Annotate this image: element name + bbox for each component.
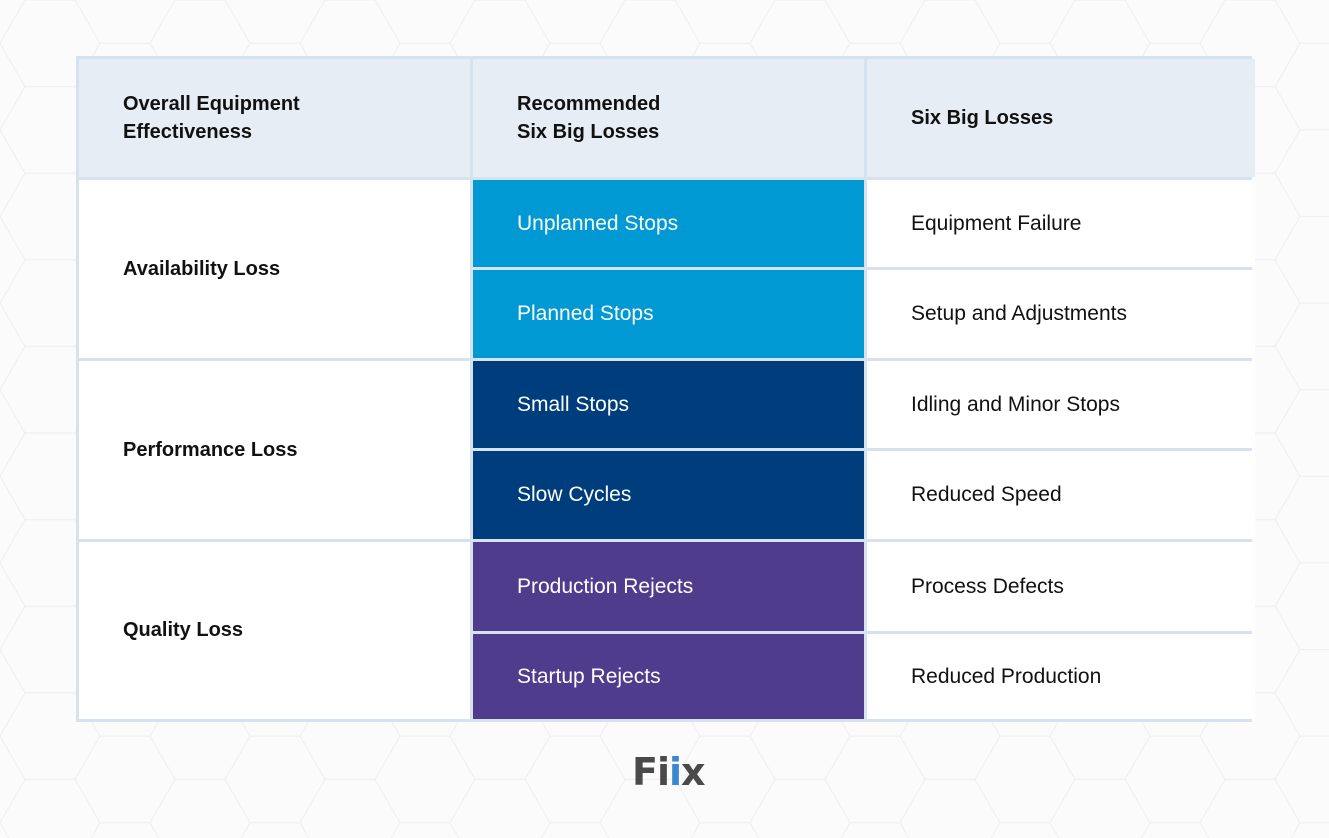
logo-letter-i2: i bbox=[669, 750, 682, 794]
fiix-logo: F i i x bbox=[632, 750, 706, 794]
loss-reduced-production: Reduced Production bbox=[867, 634, 1255, 719]
recommended-startup-rejects: Startup Rejects bbox=[473, 634, 864, 719]
loss-idling-and-minor-stops: Idling and Minor Stops bbox=[867, 361, 1255, 448]
header-six-big-losses: Six Big Losses bbox=[867, 59, 1255, 177]
loss-reduced-speed: Reduced Speed bbox=[867, 451, 1255, 539]
recommended-small-stops: Small Stops bbox=[473, 361, 864, 448]
header-oee: Overall Equipment Effectiveness bbox=[79, 59, 470, 177]
logo-letter-f: F bbox=[632, 750, 658, 794]
header-recommended: Recommended Six Big Losses bbox=[473, 59, 864, 177]
recommended-slow-cycles: Slow Cycles bbox=[473, 451, 864, 539]
header-recommended-line2: Six Big Losses bbox=[517, 121, 660, 143]
recommended-planned-stops: Planned Stops bbox=[473, 270, 864, 358]
category-performance-loss: Performance Loss bbox=[79, 361, 470, 539]
header-oee-line1: Overall Equipment bbox=[123, 93, 300, 115]
loss-process-defects: Process Defects bbox=[867, 542, 1255, 631]
loss-equipment-failure: Equipment Failure bbox=[867, 180, 1255, 267]
oee-six-big-losses-table: Overall Equipment Effectiveness Recommen… bbox=[76, 56, 1255, 722]
category-availability-loss: Availability Loss bbox=[79, 180, 470, 358]
header-six-big-losses-label: Six Big Losses bbox=[911, 107, 1054, 129]
category-quality-loss: Quality Loss bbox=[79, 542, 470, 719]
recommended-production-rejects: Production Rejects bbox=[473, 542, 864, 631]
header-recommended-line1: Recommended bbox=[517, 93, 661, 115]
recommended-unplanned-stops: Unplanned Stops bbox=[473, 180, 864, 267]
logo-letter-i1: i bbox=[656, 750, 670, 794]
loss-setup-and-adjustments: Setup and Adjustments bbox=[867, 270, 1255, 358]
header-oee-line2: Effectiveness bbox=[123, 121, 252, 143]
logo-letter-x: x bbox=[681, 750, 705, 794]
